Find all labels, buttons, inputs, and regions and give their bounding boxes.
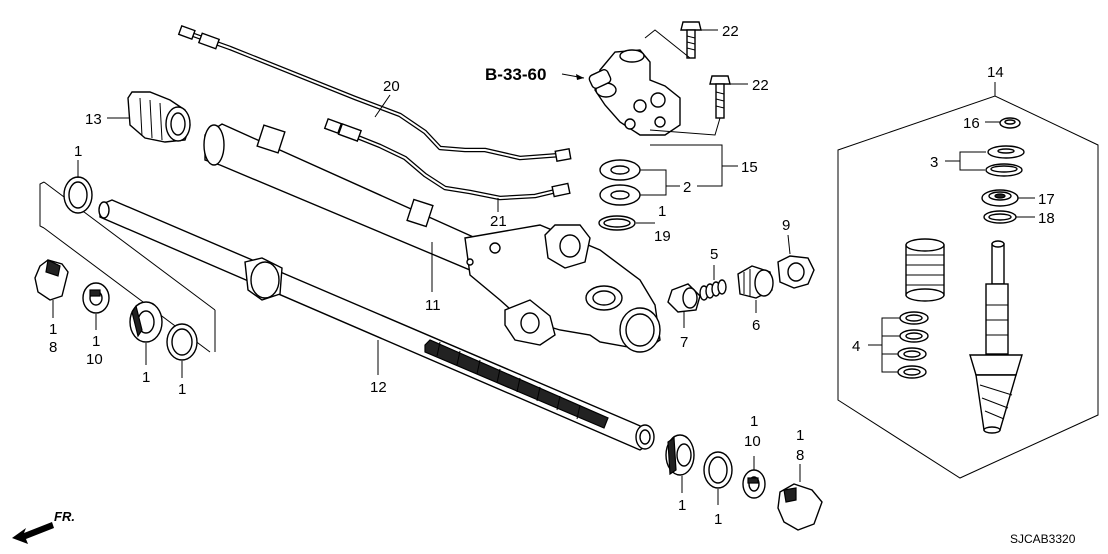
return-pipe-21 xyxy=(323,118,571,201)
feed-pipe-20 xyxy=(177,24,572,162)
callout-9: 9 xyxy=(782,217,790,234)
callout-14: 14 xyxy=(987,64,1004,81)
pinion-shaft xyxy=(969,240,1023,434)
lock-nut-9 xyxy=(777,255,815,289)
callout-1-washer-right: 1 xyxy=(750,413,758,430)
callout-1-bearing-left: 1 xyxy=(142,369,150,386)
rack-teeth xyxy=(436,341,581,420)
guide-screw-6 xyxy=(737,265,774,299)
callout-4: 4 xyxy=(852,338,860,355)
callout-1-clamp-right: 1 xyxy=(796,427,804,444)
seals-4 xyxy=(897,311,929,379)
callout-17: 17 xyxy=(1038,191,1055,208)
callout-22-lower: 22 xyxy=(752,77,769,94)
callout-19: 19 xyxy=(654,228,671,245)
callout-1-upper-left: 1 xyxy=(74,143,82,160)
rack-guide-7 xyxy=(667,283,701,313)
valve-body-15 xyxy=(588,49,681,136)
callout-1-seal-19: 1 xyxy=(658,203,666,220)
pinion-boot xyxy=(905,238,945,302)
seal-16 xyxy=(999,117,1021,129)
clamp-8-left xyxy=(34,259,69,301)
bearing-17 xyxy=(981,189,1019,207)
callout-1-bearing-right: 1 xyxy=(678,497,686,514)
part-code: SJCAB3320 xyxy=(1010,532,1076,546)
seal-19 xyxy=(598,215,636,231)
snap-ring-1-upper-left xyxy=(63,176,93,214)
callout-11: 11 xyxy=(425,297,441,314)
callout-8-left: 8 xyxy=(49,339,57,356)
bearing-2-lower xyxy=(599,184,641,206)
bearing-1-left xyxy=(129,301,163,343)
callout-20: 20 xyxy=(383,78,400,95)
front-direction-label: FR. xyxy=(54,509,75,524)
callout-3: 3 xyxy=(930,154,938,171)
callout-10-right: 10 xyxy=(744,433,761,450)
callout-1-washer-left: 1 xyxy=(92,333,100,350)
callout-1-clamp-left: 1 xyxy=(49,321,57,338)
bearing-1-right xyxy=(665,434,695,476)
callout-13: 13 xyxy=(85,111,102,128)
callout-15: 15 xyxy=(741,159,758,176)
bearing-2-upper xyxy=(599,159,641,181)
lock-washer-10-left xyxy=(82,282,110,314)
callout-10-left: 10 xyxy=(86,351,103,368)
washers-3 xyxy=(985,145,1025,177)
bushing-13 xyxy=(127,91,191,143)
callout-7: 7 xyxy=(680,334,688,351)
callout-21: 21 xyxy=(490,213,507,230)
callout-6: 6 xyxy=(752,317,760,334)
callout-5: 5 xyxy=(710,246,718,263)
seal-ring-1-left xyxy=(166,323,198,361)
callout-2: 2 xyxy=(683,179,691,196)
rack-bar-12 xyxy=(98,199,655,451)
seal-ring-1-right xyxy=(703,451,733,489)
lock-washer-10-right xyxy=(742,469,766,499)
reference-label: B-33-60 xyxy=(485,65,546,84)
gear-housing-11 xyxy=(203,123,661,353)
spring-5 xyxy=(699,279,727,301)
front-direction-arrow-icon xyxy=(12,522,54,544)
callout-1-ring-left: 1 xyxy=(178,381,186,398)
callout-16: 16 xyxy=(963,115,980,132)
bolt-22-lower xyxy=(709,75,731,119)
callout-18: 18 xyxy=(1038,210,1055,227)
callout-22-upper: 22 xyxy=(722,23,739,40)
callout-1-ring-right: 1 xyxy=(714,511,722,528)
callout-8-right: 8 xyxy=(796,447,804,464)
snap-ring-18 xyxy=(983,210,1017,224)
clamp-8-right xyxy=(777,483,823,531)
callout-12: 12 xyxy=(370,379,387,396)
